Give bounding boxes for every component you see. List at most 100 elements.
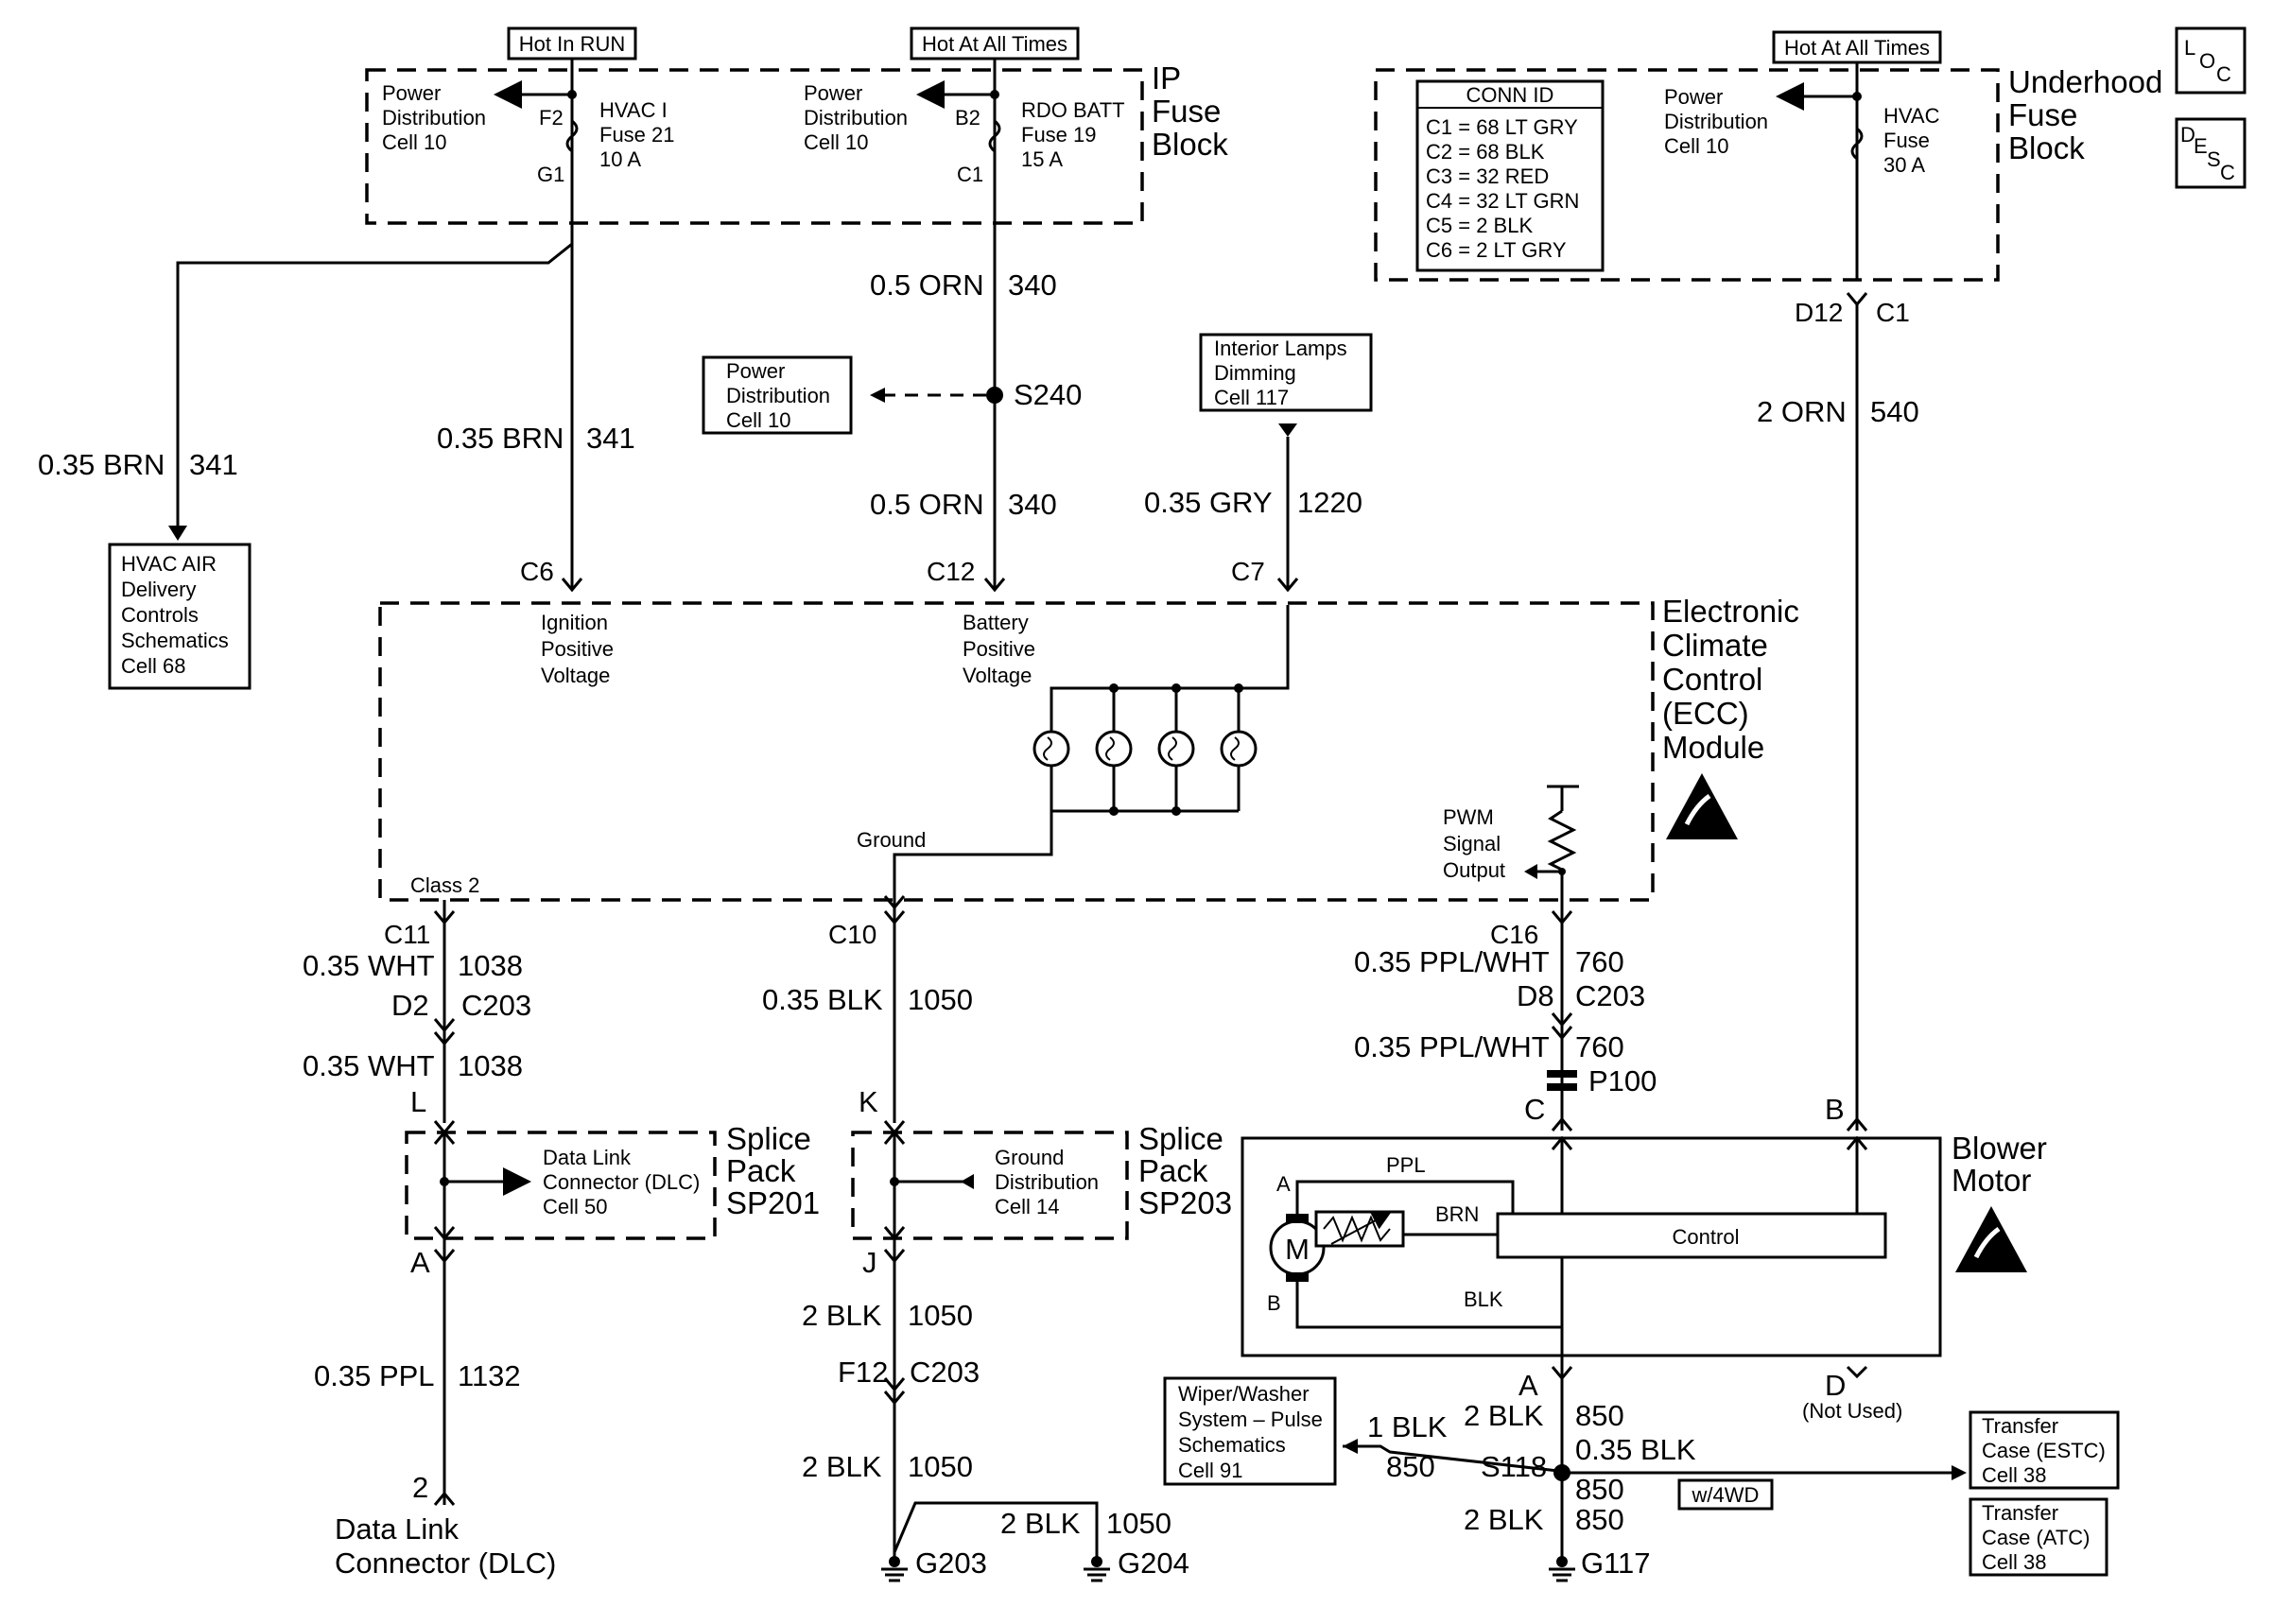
svg-text:K: K — [859, 1085, 878, 1118]
svg-text:C4 = 32 LT GRN: C4 = 32 LT GRN — [1426, 189, 1579, 213]
svg-text:Battery: Battery — [963, 611, 1029, 634]
svg-text:A: A — [1276, 1172, 1291, 1196]
svg-text:J: J — [862, 1246, 877, 1279]
svg-text:D2: D2 — [391, 989, 429, 1022]
svg-text:P100: P100 — [1588, 1064, 1657, 1097]
svg-text:C1: C1 — [1876, 298, 1910, 327]
svg-text:1050: 1050 — [908, 983, 973, 1016]
svg-text:C5 = 2 BLK: C5 = 2 BLK — [1426, 214, 1533, 237]
svg-text:2 BLK: 2 BLK — [802, 1450, 882, 1483]
wire-341-to-c6: 0.35 BRN 341 — [437, 219, 635, 593]
transfer-case-atc-ref[interactable]: Transfer Case (ATC) Cell 38 — [1969, 1497, 2108, 1577]
desc-icon[interactable]: D E S C — [2175, 117, 2247, 189]
splice-s240 — [986, 387, 1003, 404]
svg-text:2 BLK: 2 BLK — [802, 1299, 882, 1332]
svg-text:M: M — [1285, 1233, 1310, 1266]
svg-text:2 BLK: 2 BLK — [1464, 1399, 1544, 1432]
svg-text:341: 341 — [586, 422, 635, 455]
svg-text:Case (ATC): Case (ATC) — [1982, 1526, 2091, 1549]
svg-text:Blower: Blower — [1952, 1131, 2047, 1166]
svg-text:Cell 10: Cell 10 — [1664, 134, 1728, 158]
wire-341-branch: 0.35 BRN 341 — [38, 219, 574, 541]
svg-text:Cell 10: Cell 10 — [804, 130, 868, 154]
wire-1132: A 0.35 PPL 1132 2 — [314, 1238, 521, 1506]
svg-text:Data Link: Data Link — [335, 1512, 459, 1546]
transfer-case-estc-ref[interactable]: Transfer Case (ESTC) Cell 38 — [1969, 1410, 2120, 1490]
svg-text:760: 760 — [1575, 1030, 1624, 1063]
svg-text:Block: Block — [1152, 127, 1228, 162]
svg-text:Cell 91: Cell 91 — [1178, 1459, 1242, 1482]
svg-text:C12: C12 — [927, 557, 975, 586]
svg-text:Climate: Climate — [1662, 628, 1768, 663]
svg-text:PPL: PPL — [1386, 1153, 1426, 1177]
svg-text:341: 341 — [189, 448, 238, 481]
svg-text:Underhood: Underhood — [2008, 64, 2162, 99]
svg-text:Connector (DLC): Connector (DLC) — [543, 1170, 700, 1194]
svg-text:340: 340 — [1008, 488, 1057, 521]
svg-text:1050: 1050 — [908, 1299, 973, 1332]
loc-icon[interactable]: L O C — [2175, 26, 2247, 95]
wire-540: 2 ORN 540 — [1757, 304, 1919, 1132]
svg-text:Pack: Pack — [726, 1153, 796, 1188]
svg-text:D: D — [1825, 1369, 1846, 1402]
svg-text:C11: C11 — [384, 920, 430, 949]
wire-1038: 0.35 WHT 1038 D2 C203 0.35 WHT 1038 L — [303, 900, 531, 1135]
conn-id-table — [1415, 79, 1605, 272]
svg-text:RDO BATT: RDO BATT — [1021, 98, 1125, 122]
svg-text:1050: 1050 — [908, 1450, 973, 1483]
power-distribution-s240-ref[interactable]: Power Distribution Cell 10 — [702, 355, 853, 435]
svg-text:Hot At All Times: Hot At All Times — [922, 32, 1067, 56]
svg-text:0.35 PPL/WHT: 0.35 PPL/WHT — [1354, 1030, 1550, 1063]
pwm-resistor-symbol — [1524, 785, 1579, 907]
svg-text:Interior Lamps: Interior Lamps — [1214, 337, 1347, 360]
svg-text:S: S — [2207, 147, 2221, 171]
svg-text:Distribution: Distribution — [804, 106, 908, 130]
hvac-air-delivery-ref[interactable]: HVAC AIR Delivery Controls Schematics Ce… — [108, 543, 252, 690]
svg-text:0.35 PPL: 0.35 PPL — [314, 1359, 435, 1392]
svg-text:D: D — [2180, 123, 2195, 147]
svg-text:C203: C203 — [1575, 979, 1645, 1012]
svg-text:B: B — [1267, 1291, 1281, 1315]
svg-text:340: 340 — [1008, 268, 1057, 302]
svg-text:G204: G204 — [1118, 1546, 1189, 1580]
svg-text:G117: G117 — [1581, 1546, 1651, 1580]
svg-text:Distribution: Distribution — [995, 1170, 1099, 1194]
svg-text:Power: Power — [726, 359, 785, 383]
svg-text:1 BLK: 1 BLK — [1367, 1410, 1448, 1443]
rdo-batt-fuse-19-symbol — [988, 119, 1001, 153]
svg-text:1038: 1038 — [458, 1049, 523, 1082]
svg-text:Splice: Splice — [1138, 1121, 1223, 1156]
interior-lamps-ref[interactable]: Interior Lamps Dimming Cell 117 — [1199, 333, 1373, 412]
wiper-washer-ref[interactable]: Wiper/Washer System – Pulse Schematics C… — [1163, 1376, 1337, 1486]
svg-text:Schematics: Schematics — [1178, 1433, 1286, 1457]
svg-text:0.35 WHT: 0.35 WHT — [303, 949, 435, 982]
svg-text:S240: S240 — [1014, 378, 1082, 411]
svg-text:1050: 1050 — [1106, 1507, 1171, 1540]
svg-text:2: 2 — [412, 1471, 428, 1504]
svg-text:Distribution: Distribution — [1664, 110, 1768, 133]
svg-text:Transfer: Transfer — [1982, 1501, 2058, 1525]
svg-text:HVAC I: HVAC I — [599, 98, 668, 122]
svg-text:Distribution: Distribution — [726, 384, 830, 407]
svg-text:Case (ESTC): Case (ESTC) — [1982, 1439, 2106, 1462]
svg-text:Control: Control — [1673, 1225, 1740, 1249]
svg-text:850: 850 — [1386, 1450, 1435, 1483]
svg-text:A: A — [1518, 1369, 1538, 1402]
blower-motor: Blower Motor Control M A B PPL BRN BLK — [1241, 1131, 2047, 1357]
svg-text:10 A: 10 A — [599, 147, 641, 171]
svg-text:Voltage: Voltage — [963, 664, 1032, 687]
svg-text:L: L — [410, 1085, 426, 1118]
svg-text:Ground: Ground — [857, 828, 926, 852]
hot-at-all-times-uh-label: Hot At All Times — [1772, 30, 1942, 64]
svg-text:System – Pulse: System – Pulse — [1178, 1408, 1323, 1431]
svg-text:Cell 10: Cell 10 — [726, 408, 790, 432]
ground-g117-icon: G117 — [1549, 1546, 1651, 1582]
svg-text:(Not Used): (Not Used) — [1802, 1399, 1902, 1423]
hvac-fuse-30a-symbol — [1850, 127, 1864, 161]
svg-text:540: 540 — [1870, 395, 1919, 428]
p100-connector-symbol — [1547, 1070, 1577, 1078]
svg-text:0.35 GRY: 0.35 GRY — [1144, 486, 1273, 519]
svg-text:C3 = 32 RED: C3 = 32 RED — [1426, 164, 1549, 188]
svg-text:C: C — [1524, 1093, 1545, 1126]
svg-text:0.35 BLK: 0.35 BLK — [762, 983, 883, 1016]
